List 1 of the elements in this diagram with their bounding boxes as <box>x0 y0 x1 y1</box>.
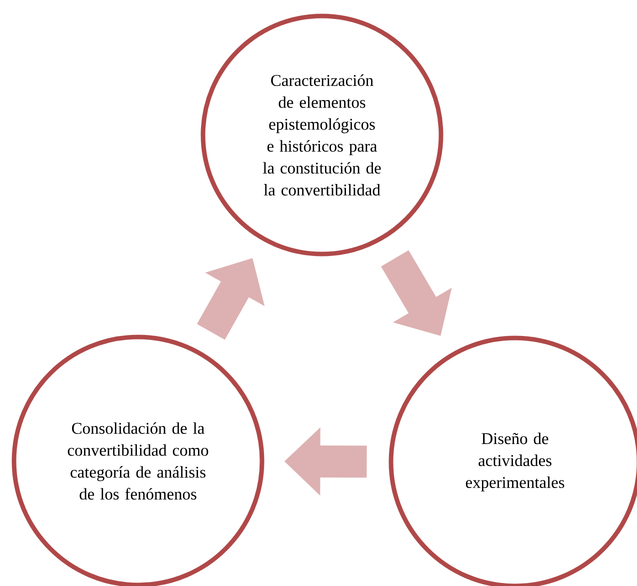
circle-node: Caracterización de elementos epistemológicos e históricos para la constitución de la convertibilidad <box>200 14 444 256</box>
